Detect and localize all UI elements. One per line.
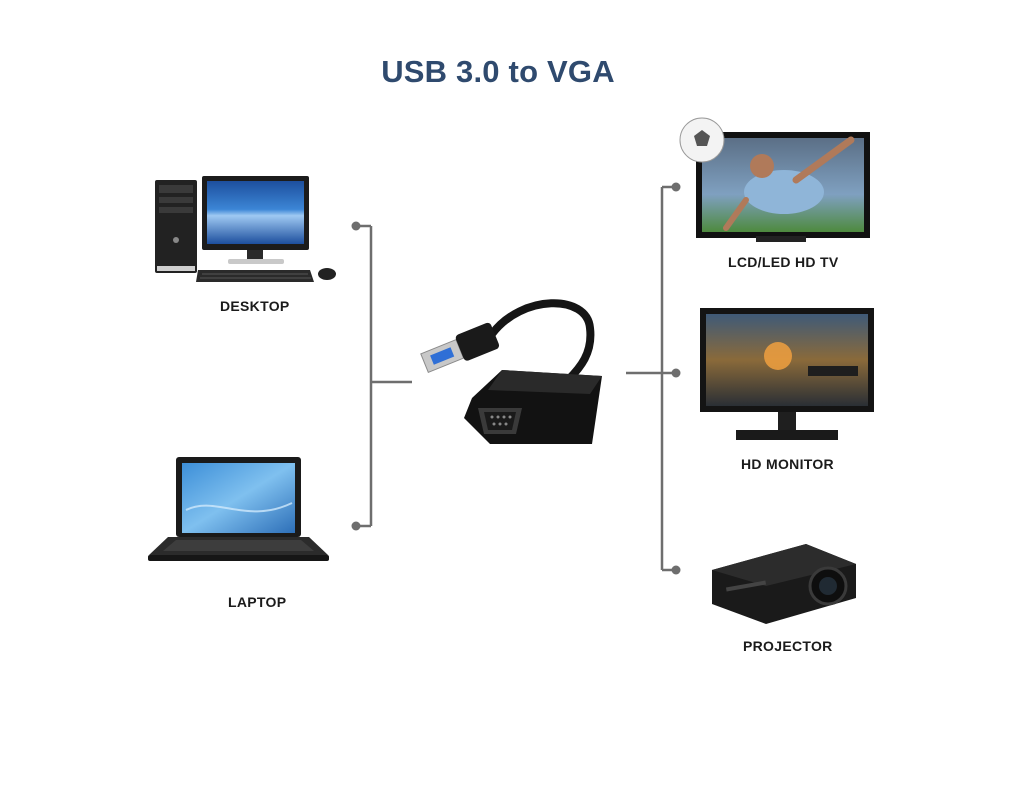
dot-projector [671, 565, 681, 575]
laptop-icon [148, 457, 329, 561]
monitor-label: HD MONITOR [741, 456, 834, 472]
tv-icon [679, 117, 870, 242]
dot-monitor [671, 368, 681, 378]
desktop-computer-icon [155, 176, 336, 282]
usb-vga-adapter-icon [420, 299, 602, 444]
tv-label: LCD/LED HD TV [728, 254, 839, 270]
dot-laptop [351, 521, 361, 531]
laptop-label: LAPTOP [228, 594, 287, 610]
desktop-label: DESKTOP [220, 298, 290, 314]
dot-tv [671, 182, 681, 192]
diagram-title: USB 3.0 to VGA [381, 54, 615, 89]
dot-desktop [351, 221, 361, 231]
projector-label: PROJECTOR [743, 638, 833, 654]
monitor-icon [700, 308, 874, 440]
projector-icon [712, 544, 856, 624]
